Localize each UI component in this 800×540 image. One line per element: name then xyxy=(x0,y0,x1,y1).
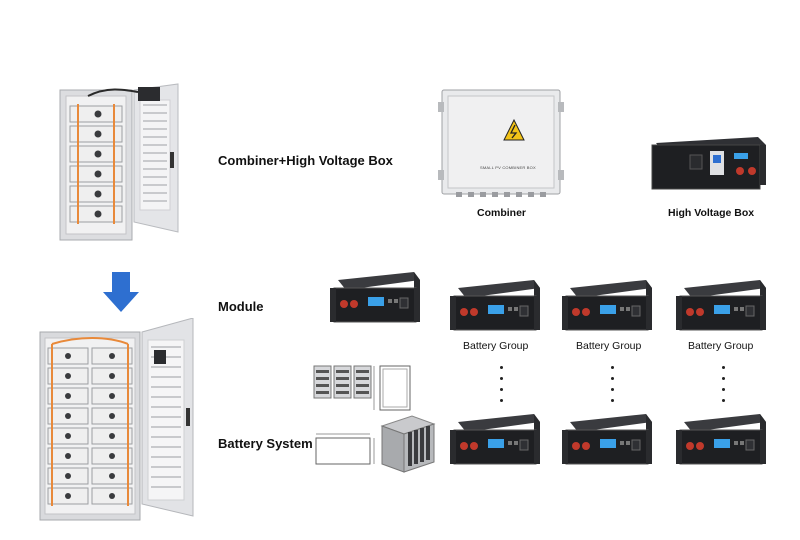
cabinet-large-image xyxy=(38,318,198,523)
battery-group-3-continuation-dots xyxy=(722,366,726,410)
cabinet-small-image xyxy=(48,82,198,242)
down-arrow-icon xyxy=(103,272,139,312)
battery-group-1-caption: Battery Group xyxy=(463,340,529,352)
battery-group-3-top-image xyxy=(676,278,768,334)
battery-group-1-top-image xyxy=(450,278,542,334)
battery-group-2-caption: Battery Group xyxy=(576,340,642,352)
combiner-hv-label: Combiner+High Voltage Box xyxy=(218,153,393,168)
high-voltage-box-caption: High Voltage Box xyxy=(668,207,755,219)
rack-cabinet-3d-image xyxy=(378,412,436,474)
battery-group-3-bottom-image xyxy=(676,412,768,468)
battery-group-2-continuation-dots xyxy=(611,366,615,410)
battery-group-3-caption: Battery Group xyxy=(688,340,754,352)
battery-system-label: Battery System xyxy=(218,436,313,451)
rack-drawing-front-image xyxy=(370,362,416,416)
battery-group-1-continuation-dots xyxy=(500,366,504,410)
high-voltage-box-image xyxy=(650,135,770,193)
rack-drawing-top-image xyxy=(312,430,376,470)
combiner-box-image: SMALL PV COMBINER BOX xyxy=(438,88,566,200)
module-battery-image xyxy=(330,270,422,326)
module-label: Module xyxy=(218,299,264,314)
rack-modules-image xyxy=(312,362,374,402)
battery-group-2-top-image xyxy=(562,278,654,334)
battery-group-2-bottom-image xyxy=(562,412,654,468)
battery-group-1-bottom-image xyxy=(450,412,542,468)
combiner-panel-text: SMALL PV COMBINER BOX xyxy=(480,165,536,170)
combiner-caption: Combiner xyxy=(477,207,527,219)
